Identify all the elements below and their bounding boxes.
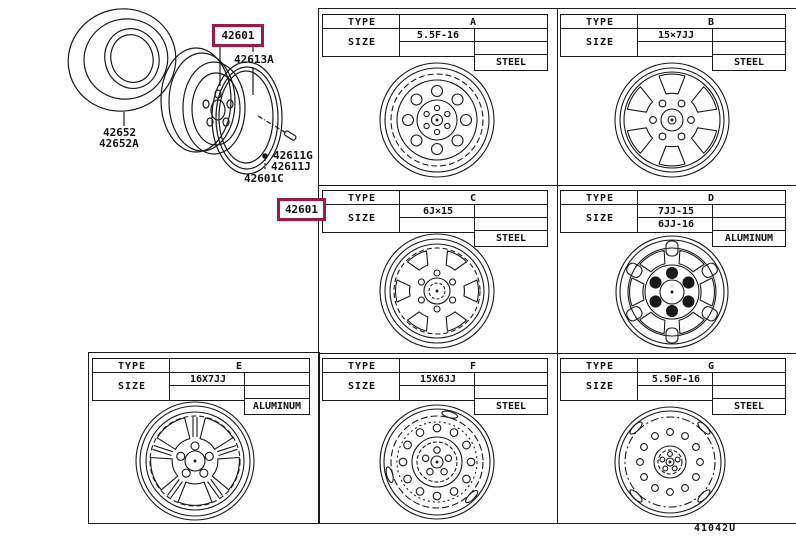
part-label-42613a: 42613A <box>234 53 274 66</box>
hub-bolt-illustration <box>281 129 297 141</box>
figure-code: 41042U <box>694 523 737 534</box>
spec-section-b: TYPE B SIZE 15×7JJ STEEL <box>556 8 795 184</box>
grid-divider-horizontal-2 <box>319 353 796 354</box>
section-e-box <box>88 352 320 524</box>
side-ring-illustration <box>211 61 283 175</box>
material-badge: ALUMINUM <box>244 398 310 415</box>
spec-section-e: TYPE E SIZE 16X7JJ ALUMINUM <box>88 352 318 522</box>
wheel-illustration-b <box>608 56 736 184</box>
part-number-label: 42601 <box>221 29 255 42</box>
size-label: SIZE <box>92 372 172 401</box>
size-label: SIZE <box>560 28 640 57</box>
size-label: SIZE <box>322 372 402 401</box>
exploded-parts-illustration <box>67 8 297 175</box>
size-value-2 <box>637 41 715 57</box>
material-badge: STEEL <box>474 398 548 415</box>
part-number-label: 42601 <box>284 203 319 216</box>
tire-illustration <box>67 8 177 112</box>
part-label-42652a: 42652A <box>99 137 139 150</box>
size-label: SIZE <box>560 204 640 233</box>
wheel-illustration-f <box>373 398 501 526</box>
part-label-42611j: 42611J <box>271 160 311 173</box>
spec-section-c: TYPE C SIZE 6J×15 STEEL <box>318 184 556 352</box>
spec-section-f: TYPE F SIZE 15X6JJ STEEL <box>318 352 556 522</box>
material-badge: STEEL <box>474 230 548 247</box>
spec-section-a: TYPE A SIZE 5.5F-16 STEEL <box>318 8 556 184</box>
size-label: SIZE <box>560 372 640 401</box>
grid-divider-vertical <box>557 9 558 523</box>
size-value-2 <box>399 41 477 57</box>
valve-cap-marker <box>262 153 268 159</box>
material-badge: STEEL <box>474 54 548 71</box>
wheel-illustration-c <box>373 227 501 355</box>
material-badge: STEEL <box>712 54 786 71</box>
size-label: SIZE <box>322 28 402 57</box>
part-number-box-42601-table[interactable]: 42601 <box>277 198 326 221</box>
wheel-illustration-a <box>373 56 501 184</box>
wheel-illustration-g <box>606 398 734 526</box>
spec-section-g: TYPE G SIZE 5.50F-16 STEEL <box>556 352 795 522</box>
grid-divider-horizontal-1 <box>319 185 796 186</box>
spec-grid <box>318 8 796 524</box>
part-label-42601c: 42601C <box>244 172 284 185</box>
part-label-42652: 42652 <box>103 126 137 139</box>
wheel-illustration-d <box>608 228 736 356</box>
material-badge: ALUMINUM <box>712 230 786 247</box>
material-badge: STEEL <box>712 398 786 415</box>
part-number-box-42601[interactable]: 42601 <box>212 24 264 47</box>
spec-section-d: TYPE D SIZE 7JJ-15 6JJ-16 ALUMINUM <box>556 184 795 352</box>
wheel-illustration-e <box>131 397 259 525</box>
part-label-42611g: 42611G <box>273 149 313 162</box>
wheel-disc-illustration <box>160 47 246 155</box>
